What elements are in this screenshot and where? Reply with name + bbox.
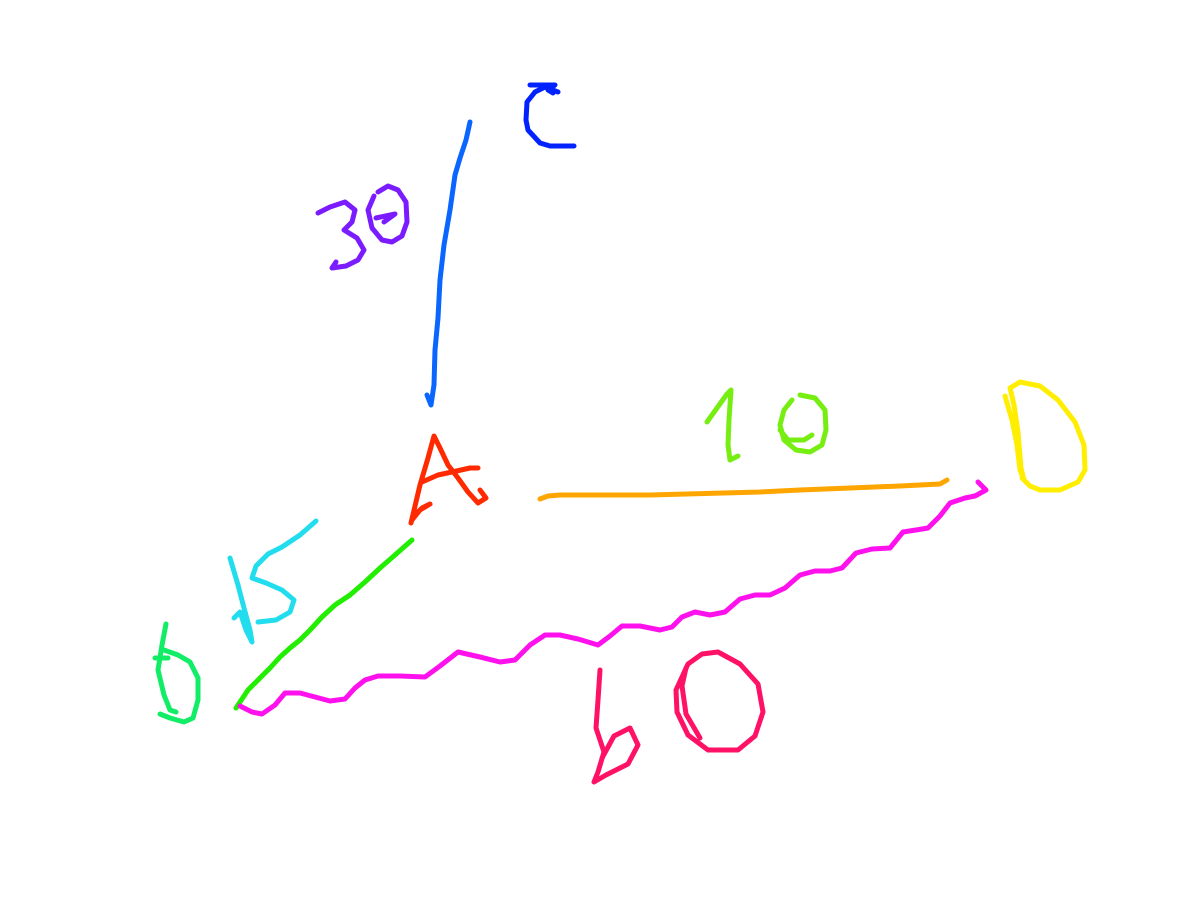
node-d: D [1002, 379, 1088, 493]
edge-weight-60: 60 [591, 649, 766, 785]
edge-weight-30: 30 [315, 183, 410, 271]
edge-a-d [537, 477, 950, 502]
edge-a-b [233, 537, 415, 711]
edge-c-a [424, 119, 473, 408]
edge-weight-label: 30 [360, 229, 362, 231]
edge-weight-label: 60 [715, 699, 717, 701]
node-c: C [523, 82, 577, 149]
edge-weight-label: 10 [770, 429, 772, 431]
edge-weight-10: 10 [704, 387, 829, 463]
edge-weight-15: 15 [227, 518, 319, 645]
node-b: b [152, 621, 201, 725]
edge-weight-label: 15 [270, 589, 272, 591]
edge-b-d [237, 479, 989, 717]
node-a: A [408, 433, 489, 526]
